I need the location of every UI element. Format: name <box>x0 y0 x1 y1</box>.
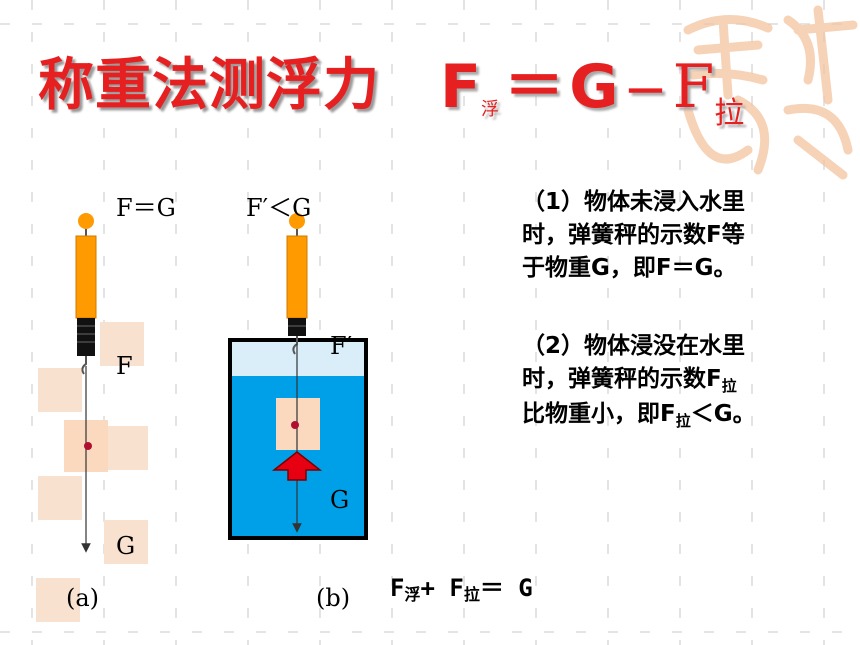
diagram-a-weight-label: G <box>116 532 136 560</box>
small-seal-icons <box>36 322 148 622</box>
formula-f2: F <box>672 52 715 122</box>
formula-g: G <box>569 52 619 122</box>
description-2: （2）物体浸没在水里 时，弹簧秤的示数F拉 比物重小，即F拉＜G。 <box>522 330 812 433</box>
formula-equals: ＝ <box>504 52 565 122</box>
water-surface-b <box>232 342 364 376</box>
bottom-equation: F浮+ F拉＝ G <box>390 574 533 604</box>
diagram-b-caption: (b) <box>316 584 351 612</box>
formula-f-sub: 浮 <box>481 99 499 120</box>
formula-minus: － <box>623 67 668 118</box>
formula-f2-sub: 拉 <box>714 96 745 131</box>
description-1: （1）物体未浸入水里 时，弹簧秤的示数F等 于物重G，即F＝G。 <box>522 186 812 285</box>
diagram-a-top-label: F＝G <box>116 194 176 222</box>
page-title: 称重法测浮力 <box>38 53 380 118</box>
desc2-line1: （2）物体浸没在水里 <box>522 333 746 359</box>
desc1-line2: 时，弹簧秤的示数F等 <box>522 222 745 248</box>
diagram-b-top-label: F′＜G <box>246 194 312 222</box>
desc2-line2: 时，弹簧秤的示数F拉 <box>522 366 737 395</box>
center-dot-b <box>291 421 299 429</box>
diagram-a-force-label: F <box>116 352 133 380</box>
decorative-seal-icon <box>683 5 858 180</box>
diagram-b-force-label: F′ <box>330 332 353 360</box>
scale-a <box>75 213 97 375</box>
desc1-line1: （1）物体未浸入水里 <box>522 189 746 215</box>
center-dot-a <box>84 442 92 450</box>
desc1-line3: 于物重G，即F＝G。 <box>522 255 737 281</box>
diagram-b-weight-label: G <box>330 486 350 514</box>
buoyancy-formula: F浮 ＝ G － F拉 <box>440 38 744 131</box>
scale-b <box>286 213 308 355</box>
formula-f: F <box>440 52 481 122</box>
buoyancy-arrow-icon <box>271 451 323 481</box>
diagram-a-caption: (a) <box>66 584 100 612</box>
desc2-line3: 比物重小，即F拉＜G。 <box>522 401 756 430</box>
